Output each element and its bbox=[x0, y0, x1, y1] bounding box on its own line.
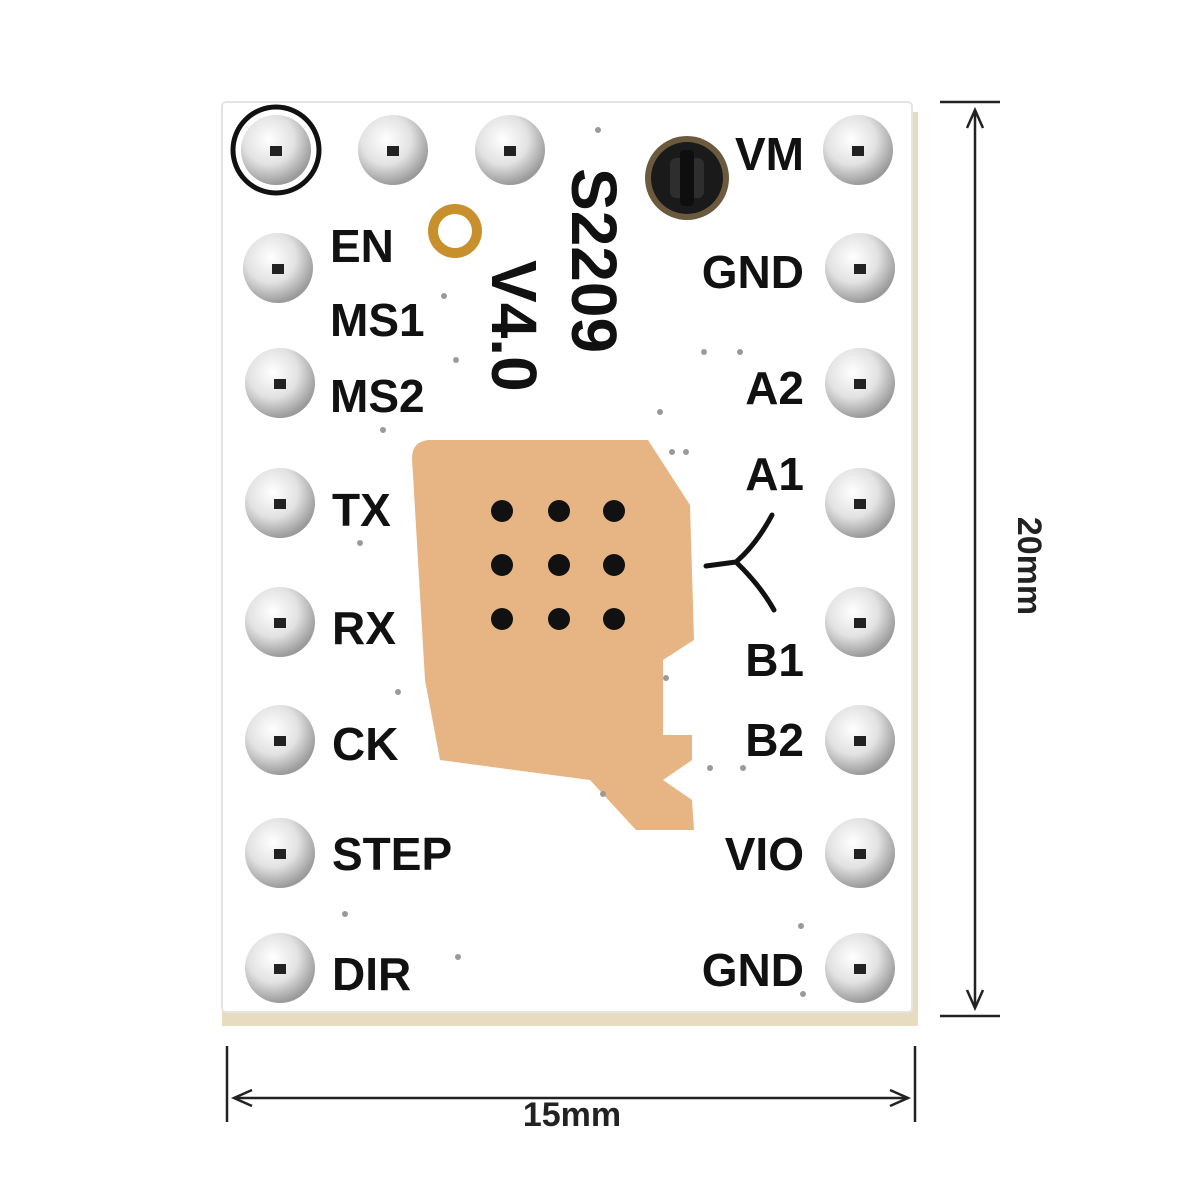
header-pin bbox=[245, 705, 315, 775]
thermal-vias bbox=[491, 500, 625, 630]
header-pin bbox=[825, 933, 895, 1003]
header-pin bbox=[475, 115, 545, 185]
pin-label-vio: VIO bbox=[725, 828, 804, 880]
left-header-pins bbox=[243, 233, 315, 1003]
header-pin bbox=[825, 348, 895, 418]
right-header-pins bbox=[823, 115, 895, 1003]
header-pin bbox=[245, 587, 315, 657]
pin-label-a1: A1 bbox=[745, 448, 804, 500]
pin-label-vm: VM bbox=[735, 128, 804, 180]
coil-bracket-symbol bbox=[703, 512, 777, 613]
header-pin bbox=[825, 818, 895, 888]
height-dimension-label: 20mm bbox=[1010, 517, 1048, 615]
right-pin-labels: VM GND A2 A1 B1 B2 VIO GND bbox=[702, 128, 804, 996]
header-pin bbox=[825, 468, 895, 538]
pin-label-gnd-top: GND bbox=[702, 246, 804, 298]
gold-via bbox=[428, 204, 482, 258]
pin-label-gnd-bottom: GND bbox=[702, 944, 804, 996]
top-row-pins bbox=[241, 115, 545, 185]
thermal-copper-pad bbox=[412, 440, 694, 830]
header-pin bbox=[245, 348, 315, 418]
pin-label-ck: CK bbox=[332, 718, 398, 770]
width-dimension-label: 15mm bbox=[523, 1096, 621, 1134]
header-pin bbox=[358, 115, 428, 185]
header-pin bbox=[245, 468, 315, 538]
pin-label-tx: TX bbox=[332, 484, 391, 536]
pin-label-en: EN bbox=[330, 220, 394, 272]
header-pin bbox=[825, 587, 895, 657]
header-pin bbox=[823, 115, 893, 185]
pin-label-b2: B2 bbox=[745, 714, 804, 766]
board-version: V4.0 bbox=[478, 260, 550, 392]
pin-label-dir: DIR bbox=[332, 948, 411, 1000]
header-pin bbox=[245, 933, 315, 1003]
header-pin bbox=[245, 818, 315, 888]
header-pin bbox=[825, 233, 895, 303]
pin1-marker-ring bbox=[230, 104, 322, 196]
header-pin bbox=[243, 233, 313, 303]
header-pin bbox=[825, 705, 895, 775]
height-dimension bbox=[940, 100, 1000, 1018]
pin-label-b1: B1 bbox=[745, 634, 804, 686]
width-dimension bbox=[225, 1046, 917, 1122]
left-pin-labels: EN MS1 MS2 TX RX CK STEP DIR bbox=[330, 220, 452, 1000]
pin-label-ms2: MS2 bbox=[330, 370, 425, 422]
silkscreen-dots bbox=[342, 127, 806, 997]
potentiometer bbox=[645, 136, 729, 220]
board-model: S2209 bbox=[558, 168, 630, 353]
pin-label-ms1: MS1 bbox=[330, 294, 425, 346]
pin-label-rx: RX bbox=[332, 602, 396, 654]
pin-label-a2: A2 bbox=[745, 362, 804, 414]
board-marking: S2209 V4.0 bbox=[478, 168, 630, 392]
pin-label-step: STEP bbox=[332, 828, 452, 880]
header-pin bbox=[241, 115, 311, 185]
